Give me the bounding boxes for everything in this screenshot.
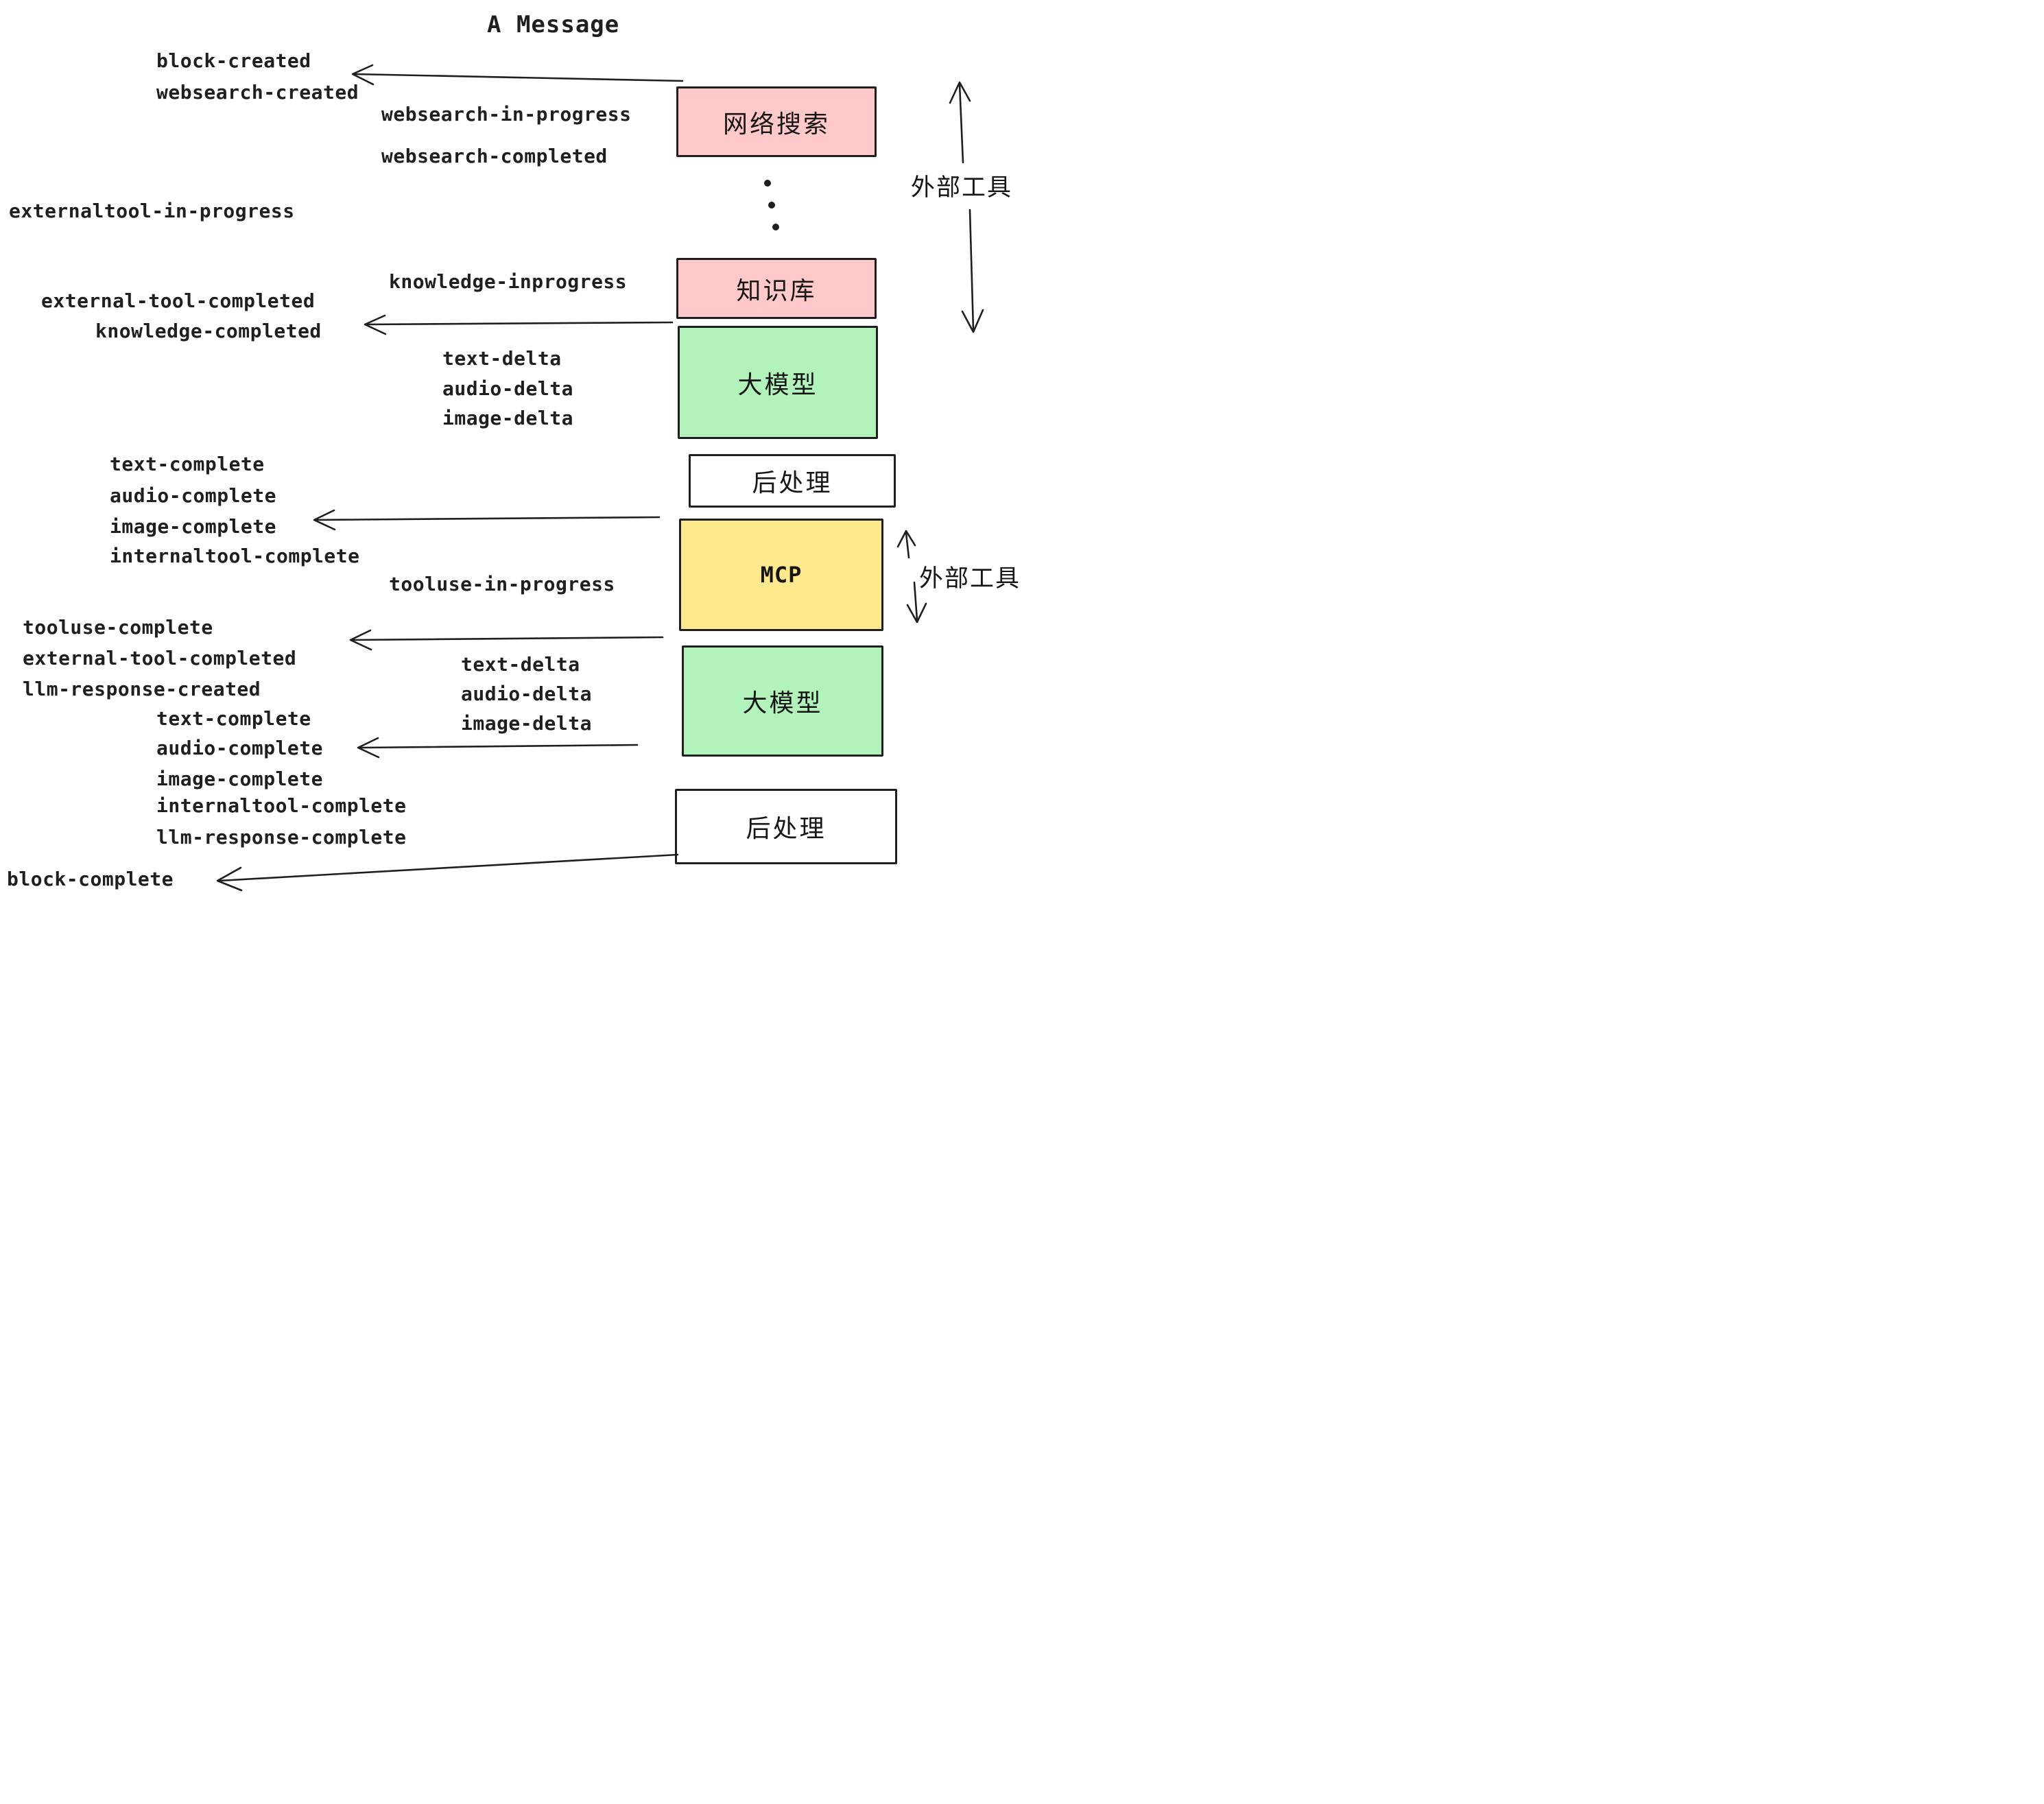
arrow-external-tools-up-top-icon — [950, 82, 970, 163]
box-llm-2-label: 大模型 — [742, 689, 823, 717]
side-label-external-tools-top: 外部工具 — [911, 174, 1013, 201]
box-llm-1-label: 大模型 — [737, 370, 818, 399]
box-websearch-label: 网络搜索 — [722, 109, 830, 138]
arrow-knowledge-completed-icon — [365, 316, 672, 334]
event-label-audio-complete-2: audio-complete — [156, 737, 324, 759]
event-label-audio-delta-1: audio-delta — [442, 377, 573, 400]
event-label-text-delta-1: text-delta — [442, 347, 562, 370]
box-mcp: MCP — [679, 519, 883, 631]
side-label-external-tools-mcp: 外部工具 — [919, 565, 1021, 592]
arrow-audio-complete-icon — [358, 738, 637, 757]
box-llm-1: 大模型 — [678, 326, 878, 439]
event-label-tooluse-complete: tooluse-complete — [23, 616, 213, 639]
event-label-text-delta-2: text-delta — [461, 653, 580, 676]
event-label-block-created: block-created — [156, 49, 311, 72]
box-postprocess-1-label: 后处理 — [752, 468, 833, 497]
event-label-websearch-completed: websearch-completed — [381, 145, 608, 167]
event-label-internaltool-complete-2: internaltool-complete — [156, 794, 407, 817]
box-llm-2: 大模型 — [682, 645, 883, 757]
event-label-tooluse-in-progress: tooluse-in-progress — [389, 573, 615, 595]
arrow-tooluse-complete-icon — [350, 630, 663, 650]
event-label-internaltool-complete-1: internaltool-complete — [110, 545, 360, 567]
box-knowledge: 知识库 — [676, 258, 877, 319]
event-label-audio-complete-1: audio-complete — [110, 484, 277, 507]
event-label-text-complete-1: text-complete — [110, 453, 265, 475]
event-label-knowledge-inprogress: knowledge-inprogress — [389, 270, 628, 293]
event-label-llm-response-complete: llm-response-complete — [156, 826, 407, 848]
diagram-title: A Message — [487, 11, 620, 38]
event-label-llm-response-created: llm-response-created — [23, 678, 261, 700]
connectors-overlay — [0, 0, 1022, 902]
box-websearch: 网络搜索 — [676, 86, 877, 157]
arrow-external-tools-up-mcp-icon — [898, 531, 915, 558]
event-label-knowledge-completed: knowledge-completed — [95, 320, 322, 342]
arrow-external-tools-down-top-icon — [962, 210, 983, 332]
arrow-block-complete-icon — [217, 855, 678, 890]
event-label-externaltool-in-progress: externaltool-in-progress — [9, 200, 295, 222]
event-label-image-complete-1: image-complete — [110, 515, 277, 538]
diagram-canvas: A Message block-created websearch-create… — [0, 0, 1022, 902]
event-label-text-complete-2: text-complete — [156, 707, 311, 730]
event-label-external-tool-completed-1: external-tool-completed — [41, 289, 316, 312]
box-postprocess-2: 后处理 — [675, 789, 897, 864]
event-label-audio-delta-2: audio-delta — [461, 683, 592, 705]
ellipsis-dots-icon — [764, 180, 779, 230]
arrow-block-created-icon — [353, 65, 682, 84]
event-label-block-complete: block-complete — [7, 868, 174, 890]
box-postprocess-1: 后处理 — [689, 454, 896, 508]
event-label-websearch-in-progress: websearch-in-progress — [381, 103, 632, 126]
event-label-image-delta-1: image-delta — [442, 407, 573, 429]
event-label-websearch-created: websearch-created — [156, 81, 359, 104]
event-label-external-tool-completed-2: external-tool-completed — [23, 647, 297, 669]
box-mcp-label: MCP — [760, 562, 803, 588]
arrow-image-complete-icon — [314, 510, 659, 530]
event-label-image-complete-2: image-complete — [156, 768, 324, 790]
box-postprocess-2-label: 后处理 — [746, 814, 827, 842]
event-label-image-delta-2: image-delta — [461, 712, 592, 735]
box-knowledge-label: 知识库 — [736, 276, 817, 305]
arrow-external-tools-down-mcp-icon — [907, 582, 926, 622]
